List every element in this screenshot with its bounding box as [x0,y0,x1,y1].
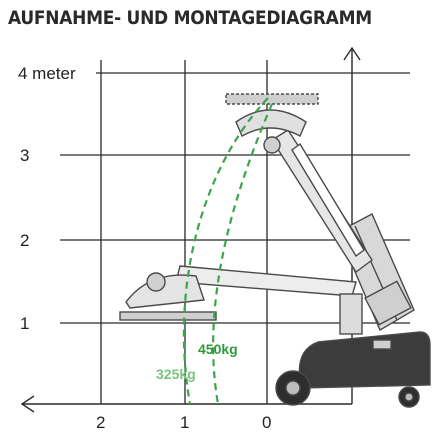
machine-counterweight [364,280,412,326]
machine-suction-raised [235,109,307,137]
machine-wheel-rear-hub [404,392,414,402]
machine-pedal [372,339,392,350]
machine-wheel-front-hub [285,380,301,396]
y-axis-arrow [343,46,361,61]
y-tick-4-meter: 4 meter [18,64,76,83]
machine-plate-raised [225,93,319,105]
load-curves [182,97,274,405]
machine-head-lowered [146,272,166,292]
machine-boom-raised-inner [291,142,365,258]
y-tick-1: 1 [20,314,29,333]
x-tick-2: 2 [96,413,105,432]
machine-body [298,331,431,389]
curve-325kg [182,97,269,405]
y-tick-2: 2 [20,231,29,250]
y-tick-3: 3 [20,146,29,165]
x-tick-0: 0 [262,413,271,432]
lifting-machine [119,93,431,408]
label-450kg: 450kg [198,341,238,357]
x-tick-1: 1 [180,413,189,432]
machine-boom-lowered [175,265,357,297]
x-axis-arrow [20,395,35,413]
machine-boom-joint [339,293,363,335]
machine-head-raised [263,136,281,154]
curve-450kg [212,103,274,405]
diagram-title: AUFNAHME- UND MONTAGEDIAGRAMM [8,8,372,29]
machine-plate-lowered [119,311,217,321]
label-325kg: 325kg [156,366,196,382]
